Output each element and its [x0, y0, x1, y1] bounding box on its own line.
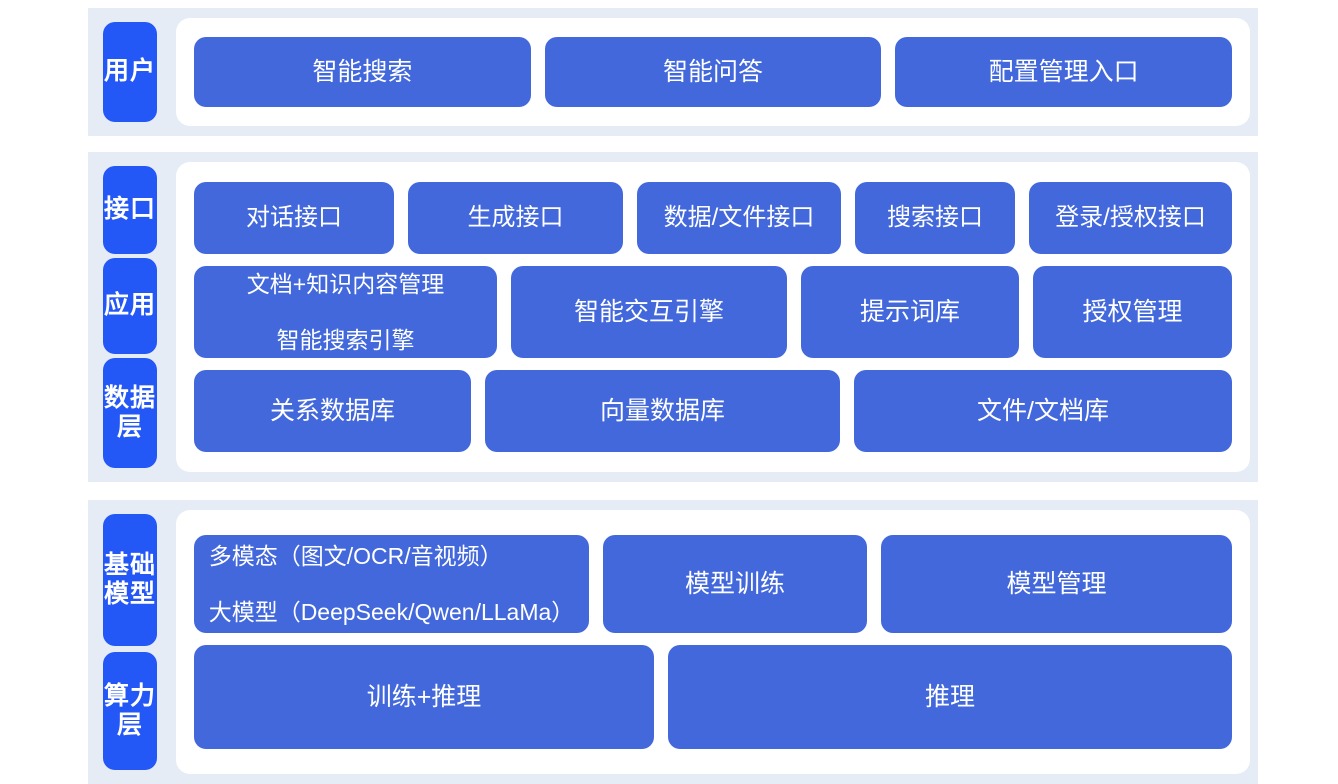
- card-user: 智能搜索 智能问答 配置管理入口: [176, 18, 1250, 126]
- box-config-management-entry[interactable]: 配置管理入口: [895, 37, 1233, 107]
- row-model: 多模态（图文/OCR/音视频） 大模型（DeepSeek/Qwen/LLaMa）…: [194, 535, 1232, 633]
- box-login-auth-api[interactable]: 登录/授权接口: [1029, 182, 1232, 254]
- label-column-middle: 接口 应用 数据层: [88, 152, 172, 482]
- row-application: 文档+知识内容管理 智能搜索引擎 智能交互引擎 提示词库 授权管理: [194, 266, 1232, 358]
- box-relational-database[interactable]: 关系数据库: [194, 370, 471, 452]
- box-search-api[interactable]: 搜索接口: [855, 182, 1015, 254]
- layer-label-application: 应用: [103, 258, 157, 354]
- layer-label-data: 数据层: [103, 358, 157, 468]
- layer-label-interface: 接口: [103, 166, 157, 254]
- box-dialog-api[interactable]: 对话接口: [194, 182, 394, 254]
- section-user: 用户 智能搜索 智能问答 配置管理入口: [88, 8, 1258, 136]
- box-vector-database[interactable]: 向量数据库: [485, 370, 840, 452]
- box-multimodal-large-model[interactable]: 多模态（图文/OCR/音视频） 大模型（DeepSeek/Qwen/LLaMa）: [194, 535, 589, 633]
- card-infra: 多模态（图文/OCR/音视频） 大模型（DeepSeek/Qwen/LLaMa）…: [176, 510, 1250, 774]
- box-authorization-management[interactable]: 授权管理: [1033, 266, 1232, 358]
- row-compute: 训练+推理 推理: [194, 645, 1232, 749]
- box-doc-knowledge-line2: 智能搜索引擎: [276, 327, 415, 354]
- box-smart-interaction-engine[interactable]: 智能交互引擎: [511, 266, 787, 358]
- box-file-document-store[interactable]: 文件/文档库: [854, 370, 1232, 452]
- layer-label-compute: 算力层: [103, 652, 157, 770]
- layer-label-user: 用户: [103, 22, 157, 122]
- layer-label-foundation-model: 基础模型: [103, 514, 157, 646]
- box-doc-knowledge-line1: 文档+知识内容管理: [246, 270, 445, 297]
- box-training-inference[interactable]: 训练+推理: [194, 645, 654, 749]
- box-generation-api[interactable]: 生成接口: [408, 182, 623, 254]
- section-middle: 接口 应用 数据层 对话接口 生成接口 数据/文件接口 搜索接口 登录/授权接口…: [88, 152, 1258, 482]
- box-smart-qa[interactable]: 智能问答: [544, 37, 882, 107]
- card-middle: 对话接口 生成接口 数据/文件接口 搜索接口 登录/授权接口 文档+知识内容管理…: [176, 162, 1250, 472]
- box-smart-search[interactable]: 智能搜索: [194, 37, 531, 107]
- box-multimodal-line1: 多模态（图文/OCR/音视频）: [208, 542, 503, 569]
- box-model-management[interactable]: 模型管理: [881, 535, 1232, 633]
- box-multimodal-line2: 大模型（DeepSeek/Qwen/LLaMa）: [208, 599, 575, 626]
- row-user-entries: 智能搜索 智能问答 配置管理入口: [194, 37, 1233, 107]
- section-infra: 基础模型 算力层 多模态（图文/OCR/音视频） 大模型（DeepSeek/Qw…: [88, 500, 1258, 784]
- box-doc-knowledge-management[interactable]: 文档+知识内容管理 智能搜索引擎: [194, 266, 497, 358]
- row-data: 关系数据库 向量数据库 文件/文档库: [194, 370, 1232, 452]
- label-column-user: 用户: [88, 8, 172, 136]
- box-data-file-api[interactable]: 数据/文件接口: [637, 182, 841, 254]
- box-model-training[interactable]: 模型训练: [603, 535, 867, 633]
- label-column-infra: 基础模型 算力层: [88, 500, 172, 784]
- row-api: 对话接口 生成接口 数据/文件接口 搜索接口 登录/授权接口: [194, 182, 1232, 254]
- box-inference[interactable]: 推理: [668, 645, 1232, 749]
- box-prompt-library[interactable]: 提示词库: [801, 266, 1019, 358]
